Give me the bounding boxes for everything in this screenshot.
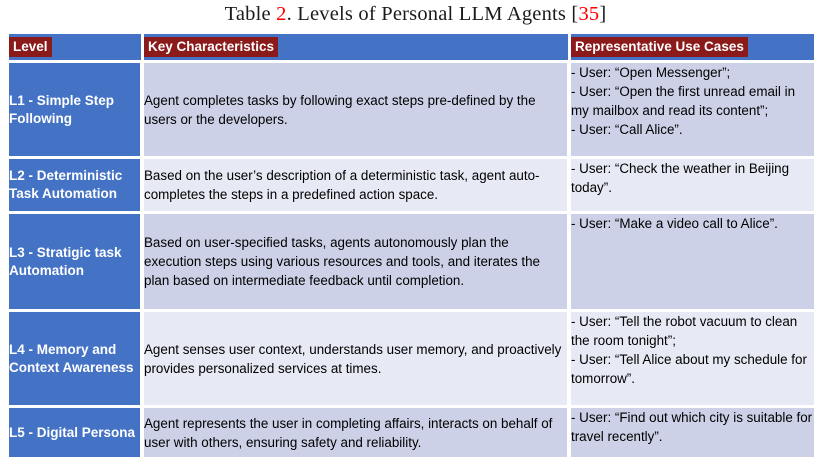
- characteristics-cell-l2: Based on the user’s description of a det…: [143, 157, 570, 212]
- table-body: L1 - Simple Step Following Agent complet…: [8, 61, 815, 458]
- caption-citation-number: 35: [578, 3, 600, 25]
- caption-suffix: ]: [599, 3, 607, 25]
- caption-middle: . Levels of Personal LLM Agents [: [286, 3, 579, 25]
- column-header-representative-use-cases: Representative Use Cases: [570, 33, 815, 61]
- use-cases-cell-l3: - User: “Make a video call to Alice”.: [570, 212, 815, 310]
- characteristics-cell-l4: Agent senses user context, understands u…: [143, 310, 570, 406]
- characteristics-cell-l5: Agent represents the user in completing …: [143, 406, 570, 458]
- level-cell-l3: L3 - Stratigic task Automation: [8, 212, 143, 310]
- table-row: L4 - Memory and Context Awareness Agent …: [8, 310, 815, 406]
- table-row: L1 - Simple Step Following Agent complet…: [8, 61, 815, 157]
- table-row: L2 - Deterministic Task Automation Based…: [8, 157, 815, 212]
- characteristics-cell-l3: Based on user-specified tasks, agents au…: [143, 212, 570, 310]
- levels-of-personal-llm-agents-table: Level Key Characteristics Representative…: [8, 33, 815, 458]
- table-row: L3 - Stratigic task Automation Based on …: [8, 212, 815, 310]
- use-cases-cell-l1: - User: “Open Messenger”; - User: “Open …: [570, 61, 815, 157]
- column-header-level: Level: [8, 33, 143, 61]
- table-header-row: Level Key Characteristics Representative…: [8, 33, 815, 61]
- column-header-key-characteristics-label: Key Characteristics: [144, 37, 279, 57]
- agents-table-container: Level Key Characteristics Representative…: [8, 33, 815, 458]
- table-row: L5 - Digital Persona Agent represents th…: [8, 406, 815, 458]
- level-cell-l4: L4 - Memory and Context Awareness: [8, 310, 143, 406]
- use-cases-cell-l5: - User: “Find out which city is suitable…: [570, 406, 815, 458]
- column-header-level-label: Level: [9, 37, 52, 57]
- level-cell-l2: L2 - Deterministic Task Automation: [8, 157, 143, 212]
- table-header: Level Key Characteristics Representative…: [8, 33, 815, 61]
- use-cases-cell-l2: - User: “Check the weather in Beijing to…: [570, 157, 815, 212]
- table-caption: Table 2. Levels of Personal LLM Agents […: [0, 1, 831, 27]
- column-header-representative-use-cases-label: Representative Use Cases: [571, 37, 748, 57]
- level-cell-l1: L1 - Simple Step Following: [8, 61, 143, 157]
- use-cases-cell-l4: - User: “Tell the robot vacuum to clean …: [570, 310, 815, 406]
- caption-prefix: Table: [224, 3, 277, 25]
- level-cell-l5: L5 - Digital Persona: [8, 406, 143, 458]
- characteristics-cell-l1: Agent completes tasks by following exact…: [143, 61, 570, 157]
- column-header-key-characteristics: Key Characteristics: [143, 33, 570, 61]
- caption-table-number: 2: [276, 3, 287, 25]
